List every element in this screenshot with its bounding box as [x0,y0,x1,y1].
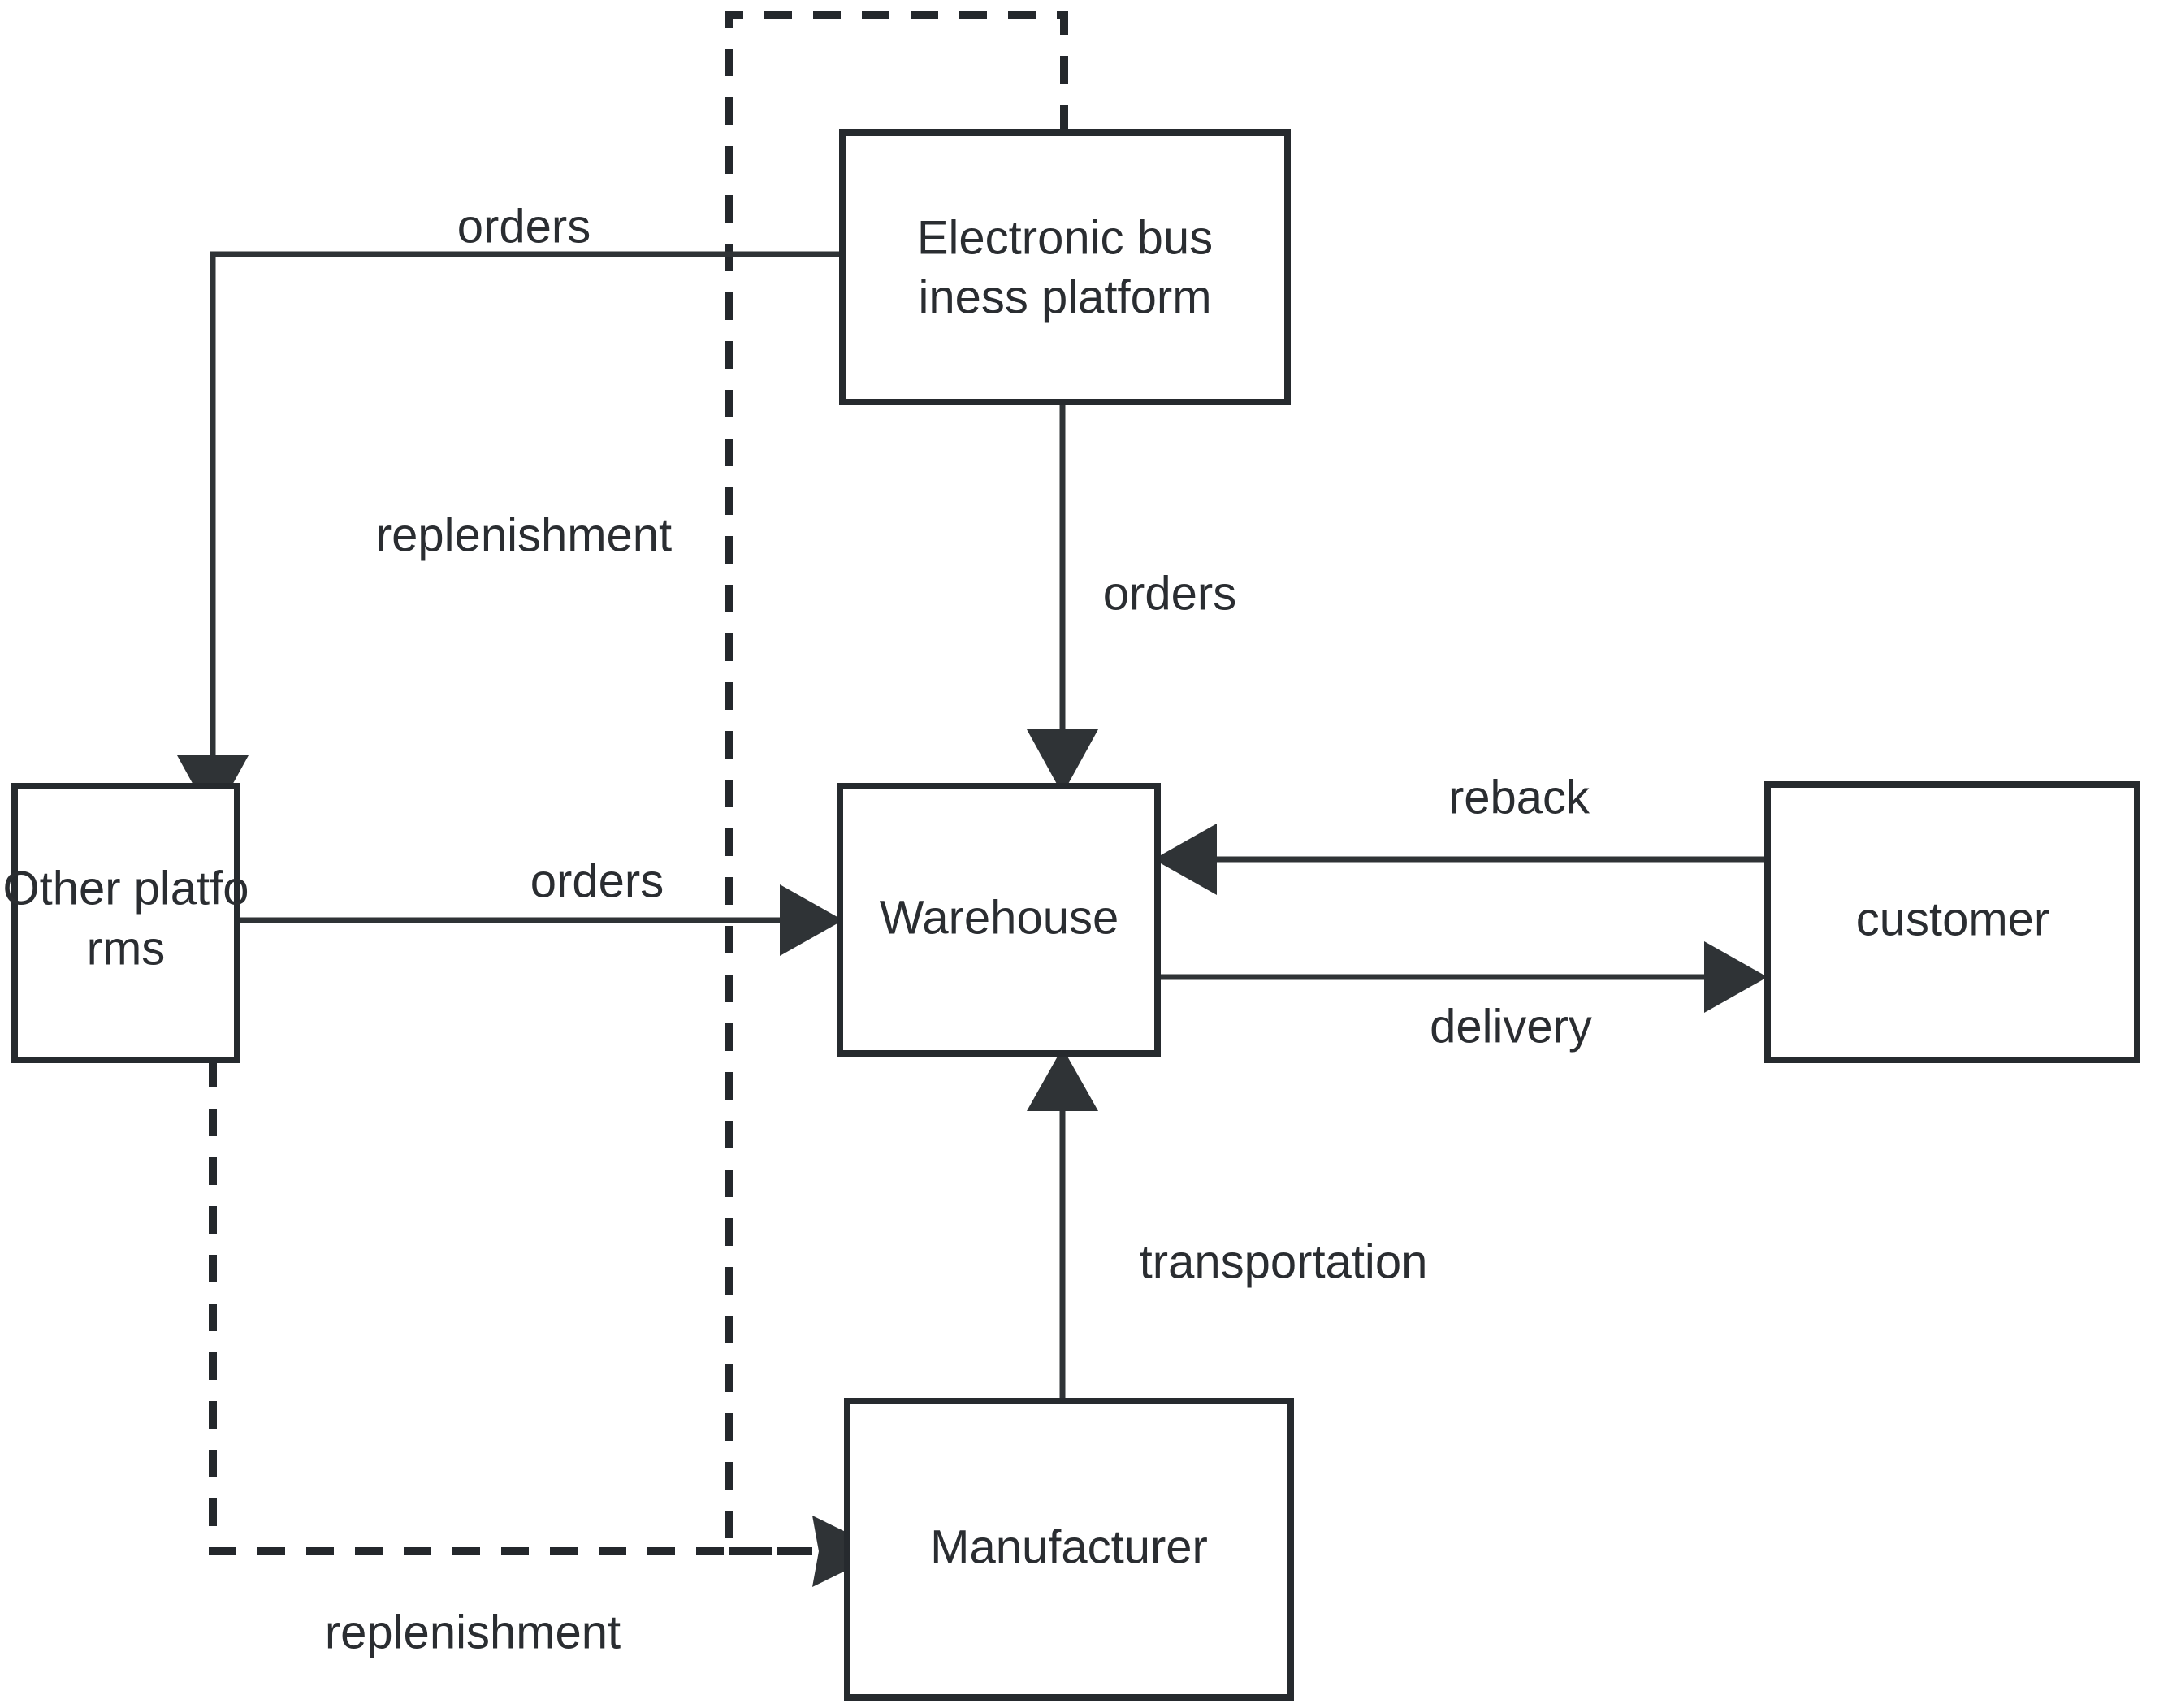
node-warehouse-box[interactable] [837,783,1161,1057]
node-electronic-business-platform[interactable]: Electronic bus iness platform [839,129,1291,405]
node-manufacturer-box[interactable] [844,1398,1294,1701]
edge-label-manufacturer-to-warehouse: transportation [1140,1235,1428,1288]
edge-label-other-platforms-to-warehouse: orders [530,854,664,907]
edge-other-platforms-replenishment-line [209,1060,812,1555]
node-other-platforms-label-line1: Other platfo [2,862,249,915]
edge-label-ebp-to-warehouse: orders [1103,567,1236,620]
arrowhead-into-warehouse-top [1027,729,1098,794]
edge-other-platforms-replenishment [209,1060,885,1587]
node-electronic-business-platform-label-line1: Electronic bus [917,211,1213,264]
node-customer-box[interactable] [1764,781,2140,1063]
arrowhead-into-warehouse-left [780,884,843,956]
node-other-platforms[interactable]: Other platfo rms [2,783,249,1063]
edge-ebp-to-other-platforms-line [210,251,842,755]
node-customer-label: customer [1856,893,2050,945]
node-warehouse[interactable]: Warehouse [837,783,1161,1057]
node-electronic-business-platform-box[interactable] [839,129,1291,405]
edge-customer-to-warehouse [1153,824,1767,895]
edge-label-customer-to-warehouse: reback [1448,771,1590,824]
node-customer[interactable]: customer [1764,781,2140,1063]
arrowhead-into-warehouse-right [1153,824,1217,895]
edge-manufacturer-to-warehouse [1027,1048,1098,1401]
node-electronic-business-platform-label-line2: iness platform [918,270,1211,323]
edge-ebp-to-warehouse [1027,402,1098,794]
arrowhead-into-customer [1704,941,1768,1013]
edge-label-ebp-to-other-platforms: orders [457,200,591,253]
node-other-platforms-label-line2: rms [87,922,166,975]
node-warehouse-label: Warehouse [880,891,1119,944]
edge-label-other-platforms-replenishment: replenishment [325,1606,621,1658]
node-manufacturer-label: Manufacturer [930,1520,1208,1573]
edge-other-platforms-to-warehouse [237,884,843,956]
node-other-platforms-box[interactable] [11,783,240,1063]
edge-label-warehouse-to-customer: delivery [1430,1000,1592,1053]
arrowhead-into-warehouse-bottom [1027,1048,1098,1111]
edge-label-ebp-replenishment: replenishment [376,508,672,561]
edge-warehouse-to-customer [1158,941,1768,1013]
node-manufacturer[interactable]: Manufacturer [844,1398,1294,1701]
edge-ebp-replenishment-line [725,11,1068,1551]
